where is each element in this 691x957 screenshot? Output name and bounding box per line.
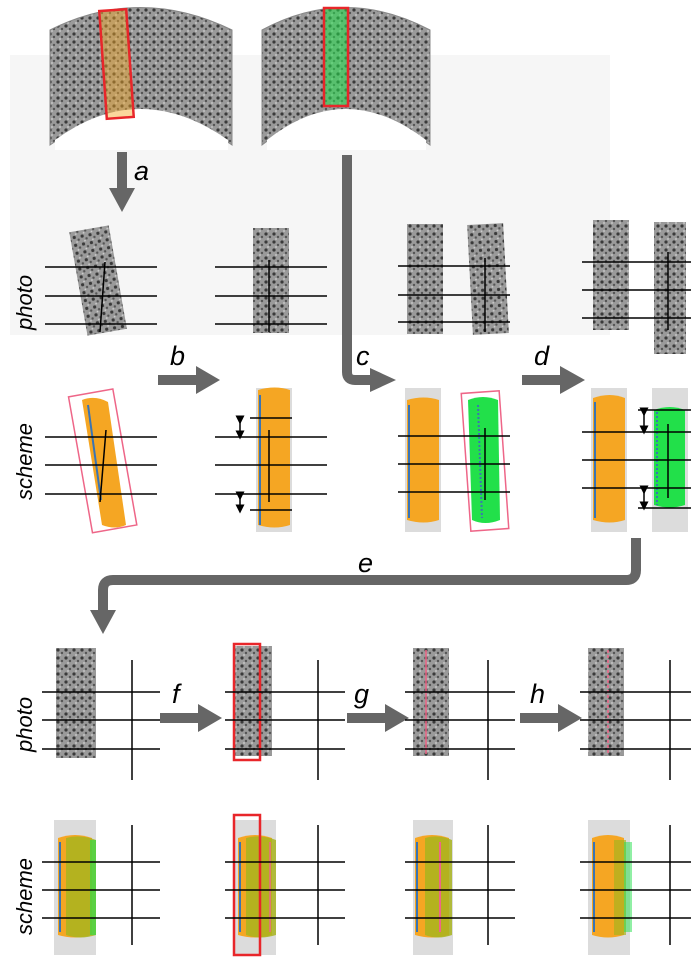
photo-bottom-lines: [42, 660, 691, 780]
step-label-c: c: [356, 341, 370, 371]
scheme-strip-7: [413, 820, 453, 955]
arrow-a: [109, 152, 135, 212]
photo-strip-2: [253, 228, 289, 333]
step-label-f: f: [172, 679, 182, 709]
photo-strip-8: [588, 648, 624, 756]
ring-image-left: [49, 7, 233, 150]
step-label-a: a: [134, 156, 149, 186]
photo-strip-3b: [467, 223, 509, 335]
scheme-top-lines-4: [582, 407, 691, 511]
region-highlight-green: [322, 6, 350, 108]
arrow-b: [158, 366, 220, 394]
arrow-f: [160, 704, 222, 732]
arrow-c-long: [342, 155, 372, 385]
arrow-d: [522, 366, 585, 394]
arrow-h: [520, 704, 582, 732]
arrow-c-head: [370, 368, 396, 392]
region-highlight-orange: [97, 7, 136, 121]
step-label-e: e: [358, 548, 373, 578]
photo-strip-3a: [407, 224, 443, 334]
photo-strip-4b: [654, 222, 686, 354]
photo-strip-4a: [593, 220, 629, 330]
step-label-b: b: [170, 341, 185, 371]
scheme-strip-8: [588, 820, 632, 955]
photo-strip-5: [56, 648, 96, 758]
scheme-strip-1: [67, 388, 138, 534]
row-label-scheme-top: scheme: [12, 423, 37, 500]
scheme-strip-3a: [405, 388, 441, 532]
scheme-top-lines-2: [215, 415, 327, 514]
scheme-top-lines-1: [45, 429, 157, 503]
row-label-scheme-bottom: scheme: [12, 858, 37, 935]
step-label-g: g: [354, 679, 369, 709]
ring-image-right: [261, 6, 431, 150]
scheme-strip-2: [256, 387, 292, 532]
photo-strip-6: [232, 642, 272, 762]
photo-strip-1: [69, 225, 127, 336]
row-label-photo-bottom: photo: [12, 697, 37, 753]
scheme-bottom-lines: [42, 825, 691, 945]
selection-box-photo: [232, 642, 262, 762]
arrow-g: [347, 704, 409, 732]
photo-top-lines: [45, 252, 691, 333]
scheme-top-lines-3: [398, 428, 510, 500]
arrow-e: [98, 538, 641, 612]
photo-strip-7: [413, 648, 449, 756]
step-label-h: h: [530, 679, 545, 709]
row-label-photo-top: photo: [12, 275, 37, 331]
scheme-strip-5: [54, 820, 96, 955]
arrow-e-head: [90, 610, 116, 634]
selection-box-scheme: [232, 813, 262, 957]
scheme-strip-6: [232, 813, 276, 957]
step-label-d: d: [534, 341, 550, 371]
